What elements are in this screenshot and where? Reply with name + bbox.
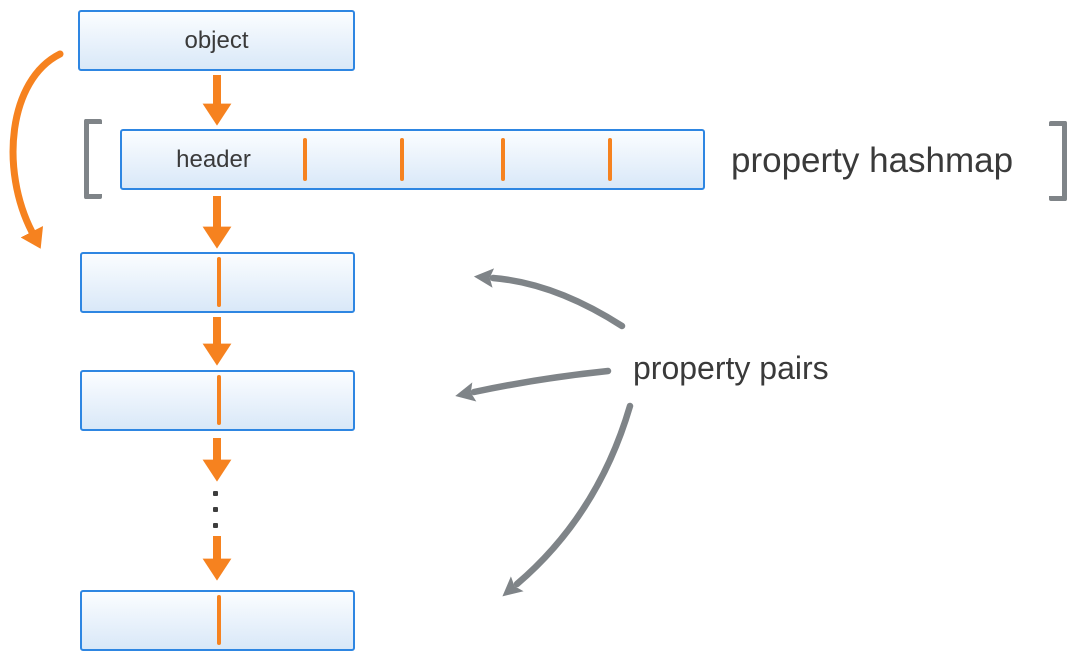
object-box: object	[78, 10, 355, 71]
hashmap-cell-divider	[608, 138, 612, 181]
property-pairs-label: property pairs	[633, 350, 829, 386]
ellipsis-dot	[213, 523, 218, 528]
hashmap-cell-divider	[400, 138, 404, 181]
property-pair-box	[80, 252, 355, 313]
pair-cell-divider	[217, 257, 221, 307]
arrow-label-to-pair-1	[473, 268, 626, 330]
right-bracket	[1049, 121, 1067, 201]
object-box-label: object	[184, 26, 249, 54]
vertical-ellipsis	[213, 491, 218, 528]
hashmap-cell-divider	[501, 138, 505, 181]
property-hashmap-box: header	[120, 129, 705, 190]
arrow-object-to-pair-1-curved	[9, 50, 64, 249]
arrow-label-to-pair-2	[455, 367, 612, 402]
header-cell-label: header	[176, 145, 251, 173]
property-hashmap-label: property hashmap	[731, 141, 1014, 180]
ellipsis-dot	[213, 507, 218, 512]
hashmap-cell-divider	[303, 138, 307, 181]
ellipsis-dot	[213, 491, 218, 496]
property-pair-box	[80, 370, 355, 431]
property-pair-box	[80, 590, 355, 651]
left-bracket	[84, 119, 102, 199]
arrow-label-to-pair-3	[502, 402, 634, 597]
pair-cell-divider	[217, 595, 221, 645]
pair-cell-divider	[217, 375, 221, 425]
